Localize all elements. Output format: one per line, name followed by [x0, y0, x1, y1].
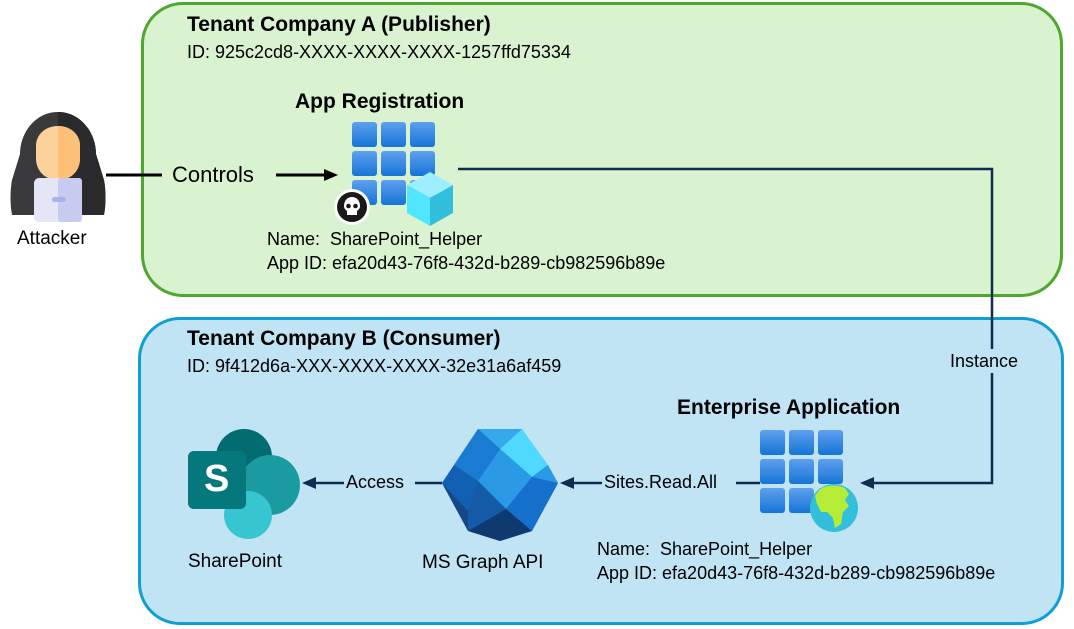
tenant-a-container — [141, 2, 1063, 297]
controls-label: Controls — [172, 162, 254, 187]
instance-label-bg — [948, 349, 1034, 373]
skull-icon — [334, 189, 370, 225]
ms-graph-node[interactable] — [440, 425, 560, 545]
hooded-hacker-icon — [10, 112, 106, 222]
instance-connector — [458, 167, 994, 485]
sharepoint-icon — [188, 429, 300, 539]
attacker-label: Attacker — [17, 228, 87, 249]
access-arrowhead — [302, 477, 316, 489]
enterprise-app-appid: App ID: efa20d43-76f8-432d-b289-cb982596… — [597, 563, 996, 583]
sites-read-all-label: Sites.Read.All — [604, 472, 718, 492]
tenant-b-title: Tenant Company B (Consumer) — [187, 327, 501, 350]
cube-icon — [407, 172, 453, 226]
instance-label: Instance — [950, 351, 1019, 371]
attacker-node — [6, 110, 110, 222]
sites-arrowhead — [560, 477, 574, 489]
instance-arrowhead — [860, 477, 874, 489]
app-registration-node[interactable] — [334, 120, 455, 230]
access-label: Access — [346, 472, 405, 492]
tenant-a-id: ID: 925c2cd8-XXXX-XXXX-XXXX-1257ffd75334 — [187, 42, 571, 62]
enterprise-app-title: Enterprise Application — [677, 396, 901, 419]
controls-arrowhead — [324, 169, 338, 181]
sharepoint-letter: S — [204, 458, 230, 500]
tenant-a-title: Tenant Company A (Publisher) — [187, 13, 491, 36]
app-registration-icon — [334, 122, 453, 226]
enterprise-app-node[interactable] — [745, 428, 865, 538]
enterprise-app-name: Name: SharePoint_Helper — [597, 539, 813, 559]
sharepoint-node[interactable]: S — [186, 427, 304, 539]
ms-graph-icon — [442, 429, 558, 541]
app-registration-name: Name: SharePoint_Helper — [267, 229, 483, 249]
enterprise-app-icon — [760, 430, 858, 532]
sharepoint-label: SharePoint — [188, 551, 283, 572]
tenant-b-id: ID: 9f412d6a-XXX-XXXX-XXXX-32e31a6af459 — [187, 356, 562, 376]
app-registration-title: App Registration — [295, 90, 465, 113]
globe-icon — [810, 484, 858, 532]
ms-graph-label: MS Graph API — [422, 552, 544, 573]
app-registration-appid: App ID: efa20d43-76f8-432d-b289-cb982596… — [267, 253, 666, 273]
